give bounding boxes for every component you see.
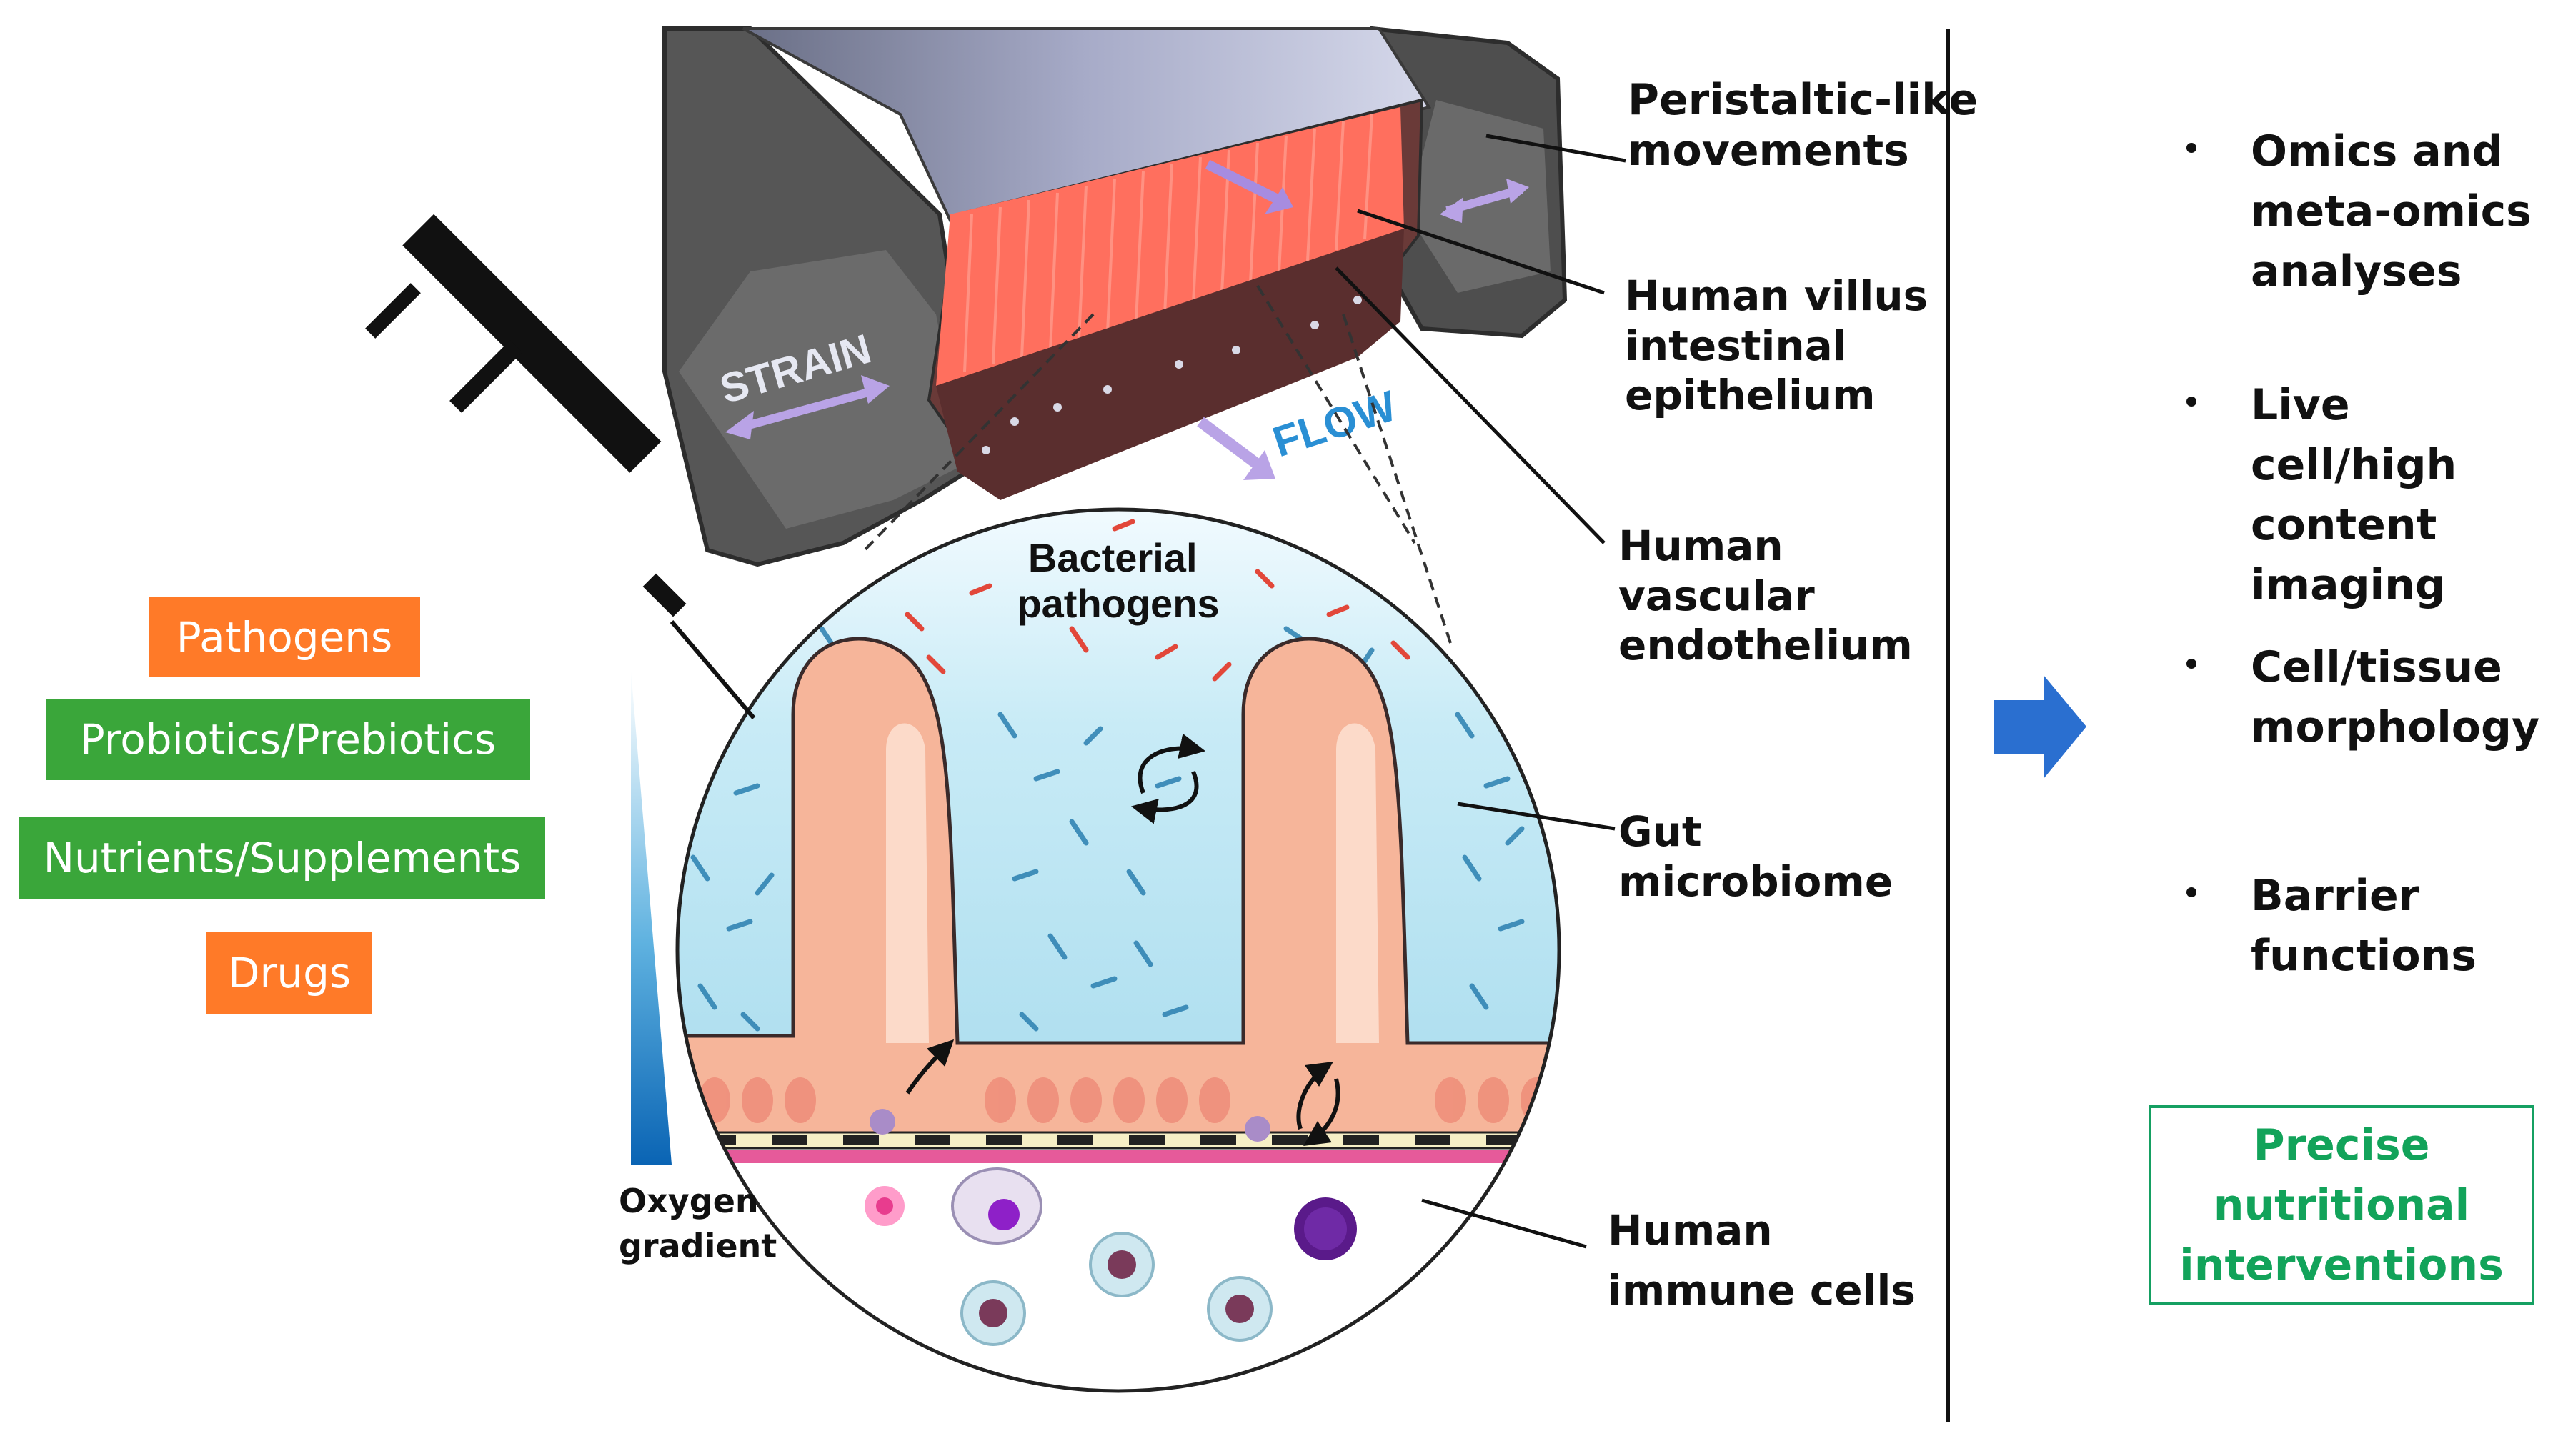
oxygen-gradient-wedge [631, 670, 672, 1165]
barrier-line2: functions [2251, 931, 2477, 981]
callout-lines [1335, 134, 1626, 1249]
peristaltic-callout: Peristaltic-like movements [1628, 75, 1978, 176]
analysis-text: Barrier functions [2251, 866, 2558, 986]
bullet-dot [2186, 143, 2196, 153]
bacterial-pathogens-line2: pathogens [1017, 581, 1219, 626]
pathogens-tag: Pathogens [149, 597, 420, 677]
omics-line3: analyses [2251, 246, 2462, 296]
villus-line3: epithelium [1625, 371, 1876, 420]
analysis-text: Cell/tissue morphology [2251, 637, 2558, 757]
outcome-text: Precise nutritional interventions [2179, 1115, 2504, 1295]
morphology-line1: Cell/tissue [2251, 642, 2502, 692]
outcome-line3: interventions [2179, 1240, 2504, 1290]
magnified-tissue: Bacterial pathogens [675, 507, 1561, 1393]
bullet-dot [2186, 887, 2196, 897]
analysis-text: Live cell/high content imaging [2251, 375, 2558, 615]
analysis-text: Omics and meta-omics analyses [2251, 121, 2558, 301]
oxygen-line1: Oxygen [619, 1182, 759, 1220]
barrier-line1: Barrier [2251, 871, 2420, 921]
vascular-line1: Human [1618, 522, 1783, 570]
svg-text:Bacterial pathogens: Bacterial pathogens [1017, 535, 1219, 626]
nutrients-tag: Nutrients/Supplements [19, 817, 545, 899]
villus-callout: Human villus intestinal epithelium [1625, 271, 1928, 421]
immune-cells [865, 1109, 1357, 1346]
vascular-line3: endothelium [1618, 621, 1913, 670]
section-divider [1946, 29, 1950, 1422]
oxygen-gradient-label: Oxygen gradient [619, 1179, 777, 1270]
flow-label: FLOW [1267, 382, 1402, 466]
villus-line2: intestinal [1625, 321, 1847, 370]
villus-line1: Human villus [1625, 271, 1929, 320]
vascular-line2: vascular [1618, 571, 1815, 620]
outcome-box: Precise nutritional interventions [2149, 1105, 2534, 1305]
microbiome-line1: Gut [1618, 807, 1702, 856]
morphology-line2: morphology [2251, 702, 2540, 752]
outcome-line1: Precise [2253, 1120, 2430, 1170]
probiotics-tag: Probiotics/Prebiotics [46, 699, 530, 780]
omics-line1: Omics and [2251, 126, 2503, 176]
bacterial-pathogens-line1: Bacterial [1028, 535, 1198, 580]
right-arrow-icon [1994, 675, 2086, 779]
imaging-line3: imaging [2251, 560, 2446, 610]
peristaltic-line1: Peristaltic-like [1628, 75, 1979, 125]
bullet-dot [2186, 397, 2196, 407]
microbiome-bacteria [690, 626, 1525, 1032]
microbiome-line2: microbiome [1618, 857, 1893, 906]
organ-chip-device: STRAIN FLOW [662, 26, 1568, 567]
imaging-line2: content [2251, 500, 2437, 550]
drugs-tag: Drugs [206, 932, 372, 1014]
immune-line2: immune cells [1608, 1266, 1916, 1315]
bullet-dot [2186, 659, 2196, 669]
zoom-lines [863, 284, 1452, 644]
vascular-callout: Human vascular endothelium [1618, 522, 1913, 671]
outcome-line2: nutritional [2213, 1180, 2470, 1230]
imaging-line1: Live cell/high [2251, 380, 2457, 490]
immune-line1: Human [1608, 1206, 1773, 1255]
omics-line2: meta-omics [2251, 186, 2532, 236]
immune-callout: Human immune cells [1608, 1200, 1916, 1320]
oxygen-line2: gradient [619, 1227, 777, 1266]
microbiome-callout: Gut microbiome [1618, 807, 1893, 907]
syringe-icon [365, 214, 756, 719]
peristaltic-line2: movements [1628, 125, 1909, 176]
